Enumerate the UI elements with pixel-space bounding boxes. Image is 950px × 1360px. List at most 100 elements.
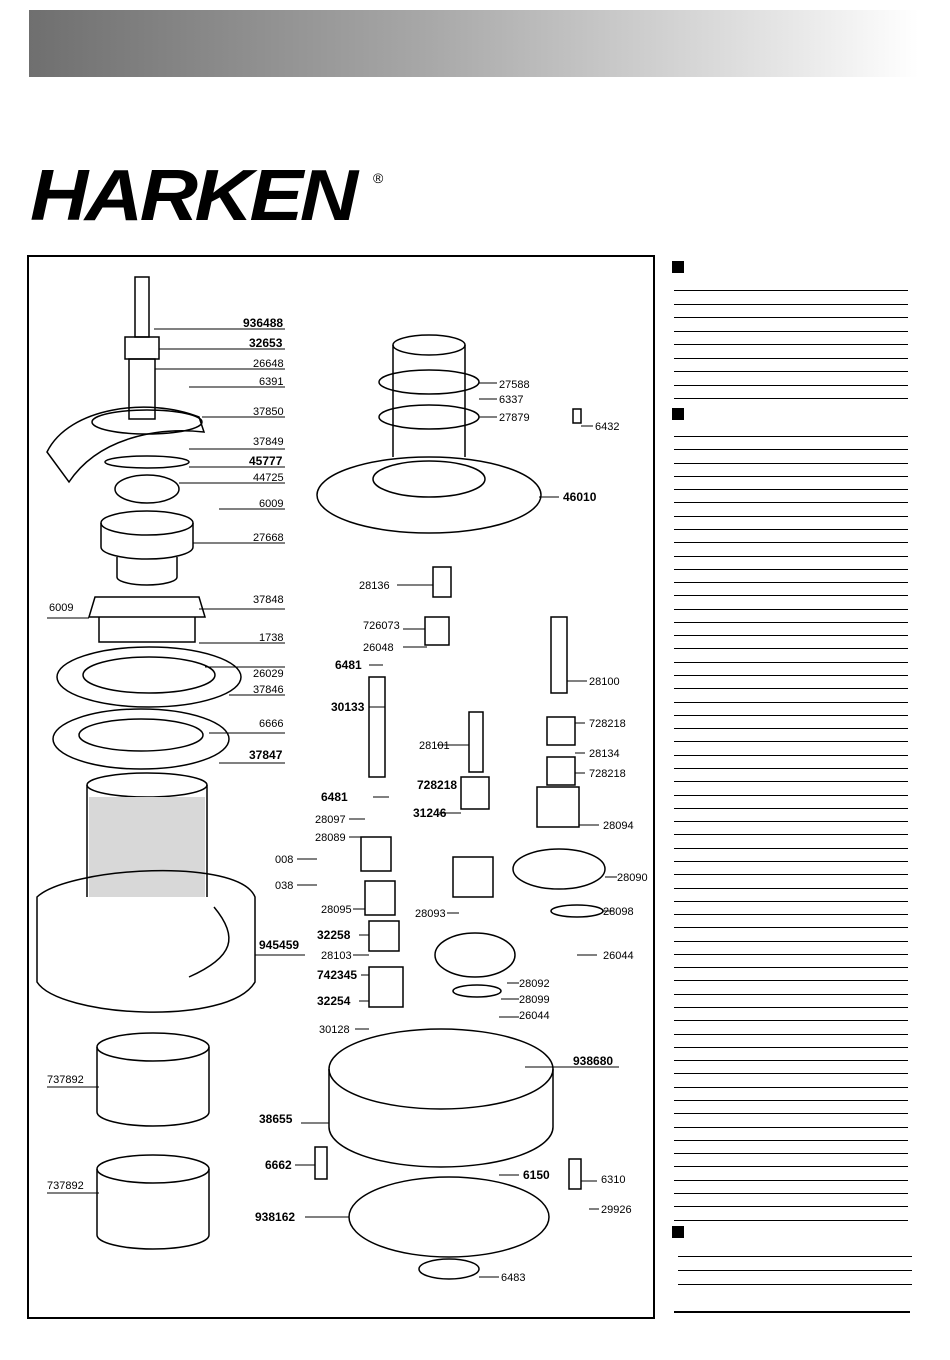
list-rule <box>674 317 908 318</box>
label-32653: 32653 <box>249 336 283 350</box>
list-rule <box>674 688 908 690</box>
ring-6483 <box>418 1258 480 1280</box>
label-28103: 28103 <box>321 950 352 962</box>
bearing-728218-lower <box>546 756 576 786</box>
base-945459 <box>36 869 256 1013</box>
label-008: 008 <box>275 854 293 866</box>
list-rule <box>674 648 908 650</box>
label-29926: 29926 <box>601 1204 632 1216</box>
list-rule <box>678 1256 912 1257</box>
label-6481-lower: 6481 <box>321 790 348 804</box>
label-28097: 28097 <box>315 814 346 826</box>
bolt-6310 <box>568 1158 582 1190</box>
list-rule <box>674 635 908 637</box>
list-rule <box>674 967 908 969</box>
list-rule <box>674 728 908 730</box>
list-rule <box>674 384 908 386</box>
label-28090: 28090 <box>617 872 648 884</box>
gear-28089 <box>360 836 392 872</box>
list-rule <box>674 398 908 399</box>
list-rule <box>674 344 908 345</box>
label-26029: 26029 <box>253 668 284 680</box>
list-rule <box>674 701 908 703</box>
list-rule <box>674 436 908 437</box>
washer-28098 <box>550 904 604 918</box>
label-46010: 46010 <box>563 490 597 504</box>
bearing-27879 <box>378 404 480 430</box>
drum-top <box>86 772 208 798</box>
list-rule <box>674 768 908 769</box>
label-26048: 26048 <box>363 642 394 654</box>
bearing-737892-b-top <box>96 1154 210 1184</box>
label-28089: 28089 <box>315 832 346 844</box>
label-6483: 6483 <box>501 1272 525 1284</box>
gear-28094 <box>536 786 580 828</box>
label-37849: 37849 <box>253 436 284 448</box>
label-32258: 32258 <box>317 928 351 942</box>
flange-27668-neck <box>116 557 178 586</box>
list-rule <box>674 371 908 372</box>
list-rule <box>678 1284 912 1285</box>
bearing-44725 <box>114 474 180 504</box>
label-945459: 945459 <box>259 938 299 952</box>
flange-46010 <box>316 456 542 534</box>
drive-37848-body <box>98 617 196 643</box>
bearing-728218 <box>460 776 490 810</box>
label-6391: 6391 <box>259 376 283 388</box>
list-rule <box>674 608 908 610</box>
housing-38655-body <box>328 1069 554 1168</box>
list-rule <box>674 1192 908 1194</box>
list-rule <box>674 860 908 862</box>
bearing-28136 <box>432 566 452 598</box>
list-rule <box>674 330 908 332</box>
list-rule <box>674 874 908 876</box>
list-rule <box>674 568 908 570</box>
bearing-737892-b-body <box>96 1169 210 1250</box>
bolt-6662 <box>314 1146 328 1180</box>
label-6310: 6310 <box>601 1174 625 1186</box>
bearing-726073 <box>424 616 450 646</box>
list-rule <box>674 515 908 517</box>
label-37848: 37848 <box>253 594 284 606</box>
label-28099: 28099 <box>519 994 550 1006</box>
list-rule <box>674 528 908 530</box>
label-37847: 37847 <box>249 748 283 762</box>
harken-logo: HARKEN ® <box>30 160 384 232</box>
label-26044-right: 26044 <box>603 950 634 962</box>
list-rule <box>674 621 908 623</box>
list-rule <box>674 1166 908 1168</box>
label-30128: 30128 <box>319 1024 350 1036</box>
section-marker-2 <box>672 408 684 420</box>
list-rule <box>674 1126 908 1128</box>
bearing-737892-a-body <box>96 1047 210 1127</box>
list-rule <box>674 303 908 305</box>
washer-28099 <box>452 984 502 998</box>
list-rule <box>674 1007 908 1009</box>
handle-arm <box>46 406 206 484</box>
handle-hub <box>91 409 203 435</box>
bearing-742345 <box>368 966 404 1008</box>
label-28093: 28093 <box>415 908 446 920</box>
list-rule <box>674 834 908 836</box>
list-rule <box>674 661 908 663</box>
spindle-nut <box>124 336 160 360</box>
list-rule <box>674 900 908 902</box>
list-rule <box>674 781 908 783</box>
parts-list-sidebar <box>672 258 912 1318</box>
drum-texture <box>89 797 205 897</box>
bearing-728218-upper <box>546 716 576 746</box>
ring-27588 <box>378 369 480 395</box>
label-27879: 27879 <box>499 412 530 424</box>
part-labels: 936488 32653 26648 6391 37850 37849 4577… <box>47 316 648 1284</box>
gear-37847-outer <box>52 708 230 770</box>
registered-mark: ® <box>373 170 384 186</box>
label-038: 038 <box>275 880 293 892</box>
list-rule <box>674 741 908 743</box>
list-rule <box>678 1270 912 1271</box>
ring-37846-outer <box>56 646 242 708</box>
shaft-28101 <box>468 711 484 773</box>
spindle-sleeve <box>128 358 156 420</box>
list-rule <box>674 714 908 716</box>
label-37850: 37850 <box>253 406 284 418</box>
flange-27668-body <box>100 523 194 560</box>
